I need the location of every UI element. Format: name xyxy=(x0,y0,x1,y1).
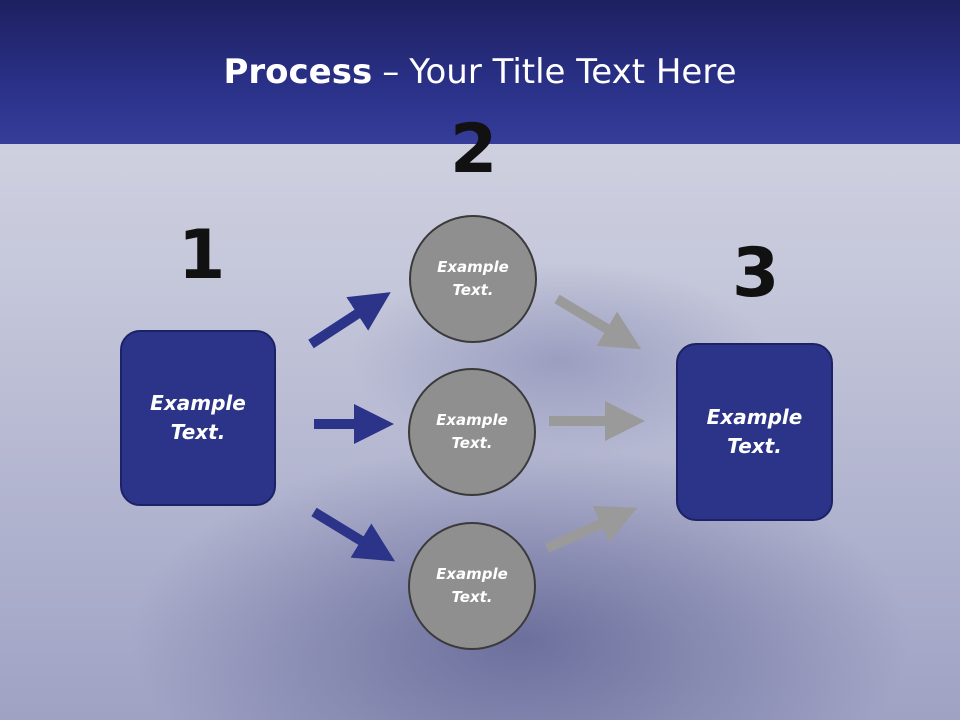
left-step-box: Example Text. xyxy=(120,330,276,506)
arrow-to-bottom-circle xyxy=(311,507,396,562)
circle-middle-line2: Text. xyxy=(451,434,493,452)
circle-top-line2: Text. xyxy=(452,281,494,299)
left-box-line2: Text. xyxy=(170,420,226,444)
title-bold: Process xyxy=(223,52,373,92)
arrow-from-top-circle xyxy=(554,294,642,350)
circle-top: Example Text. xyxy=(409,215,537,343)
left-box-line1: Example xyxy=(150,391,246,415)
arrow-from-bottom-circle xyxy=(544,505,638,553)
step-number-3: 3 xyxy=(732,234,780,313)
circle-middle-line1: Example xyxy=(436,411,508,429)
right-box-line1: Example xyxy=(706,405,803,429)
circle-bottom: Example Text. xyxy=(408,522,536,650)
circle-middle: Example Text. xyxy=(408,368,536,496)
title-rest: Your Title Text Here xyxy=(409,52,737,92)
slide-title: Process–Your Title Text Here xyxy=(0,52,960,92)
arrow-to-top-circle xyxy=(308,292,391,349)
right-step-box: Example Text. xyxy=(676,343,833,521)
circle-bottom-line2: Text. xyxy=(451,588,493,606)
title-dash: – xyxy=(382,52,400,92)
title-bar xyxy=(0,0,960,144)
circle-top-line1: Example xyxy=(437,258,509,276)
circle-bottom-line1: Example xyxy=(436,565,508,583)
step-number-1: 1 xyxy=(178,216,226,295)
step-number-2: 2 xyxy=(450,110,498,189)
right-box-line2: Text. xyxy=(727,434,782,458)
